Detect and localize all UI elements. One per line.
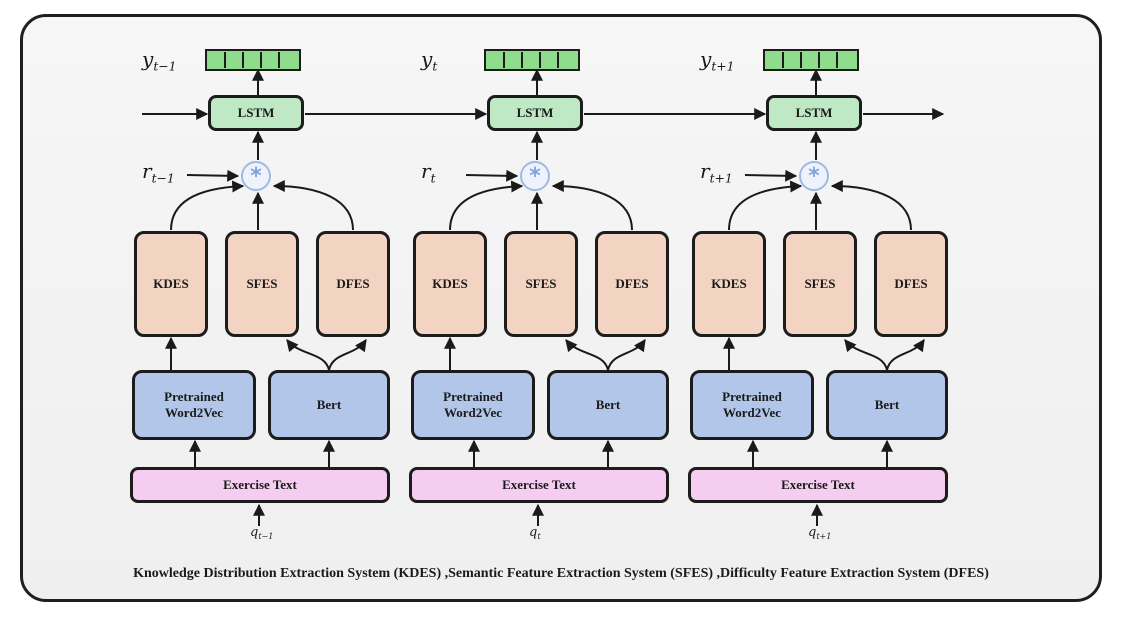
fusion-operator-icon: * (520, 161, 550, 191)
question-label-subscript: t+1 (816, 531, 832, 541)
question-label-var: q (250, 525, 259, 540)
bert-to-sfes-arrow (844, 339, 888, 371)
diagram-caption: Knowledge Distribution Extraction System… (133, 566, 989, 581)
question-label: qt (529, 525, 541, 541)
output-vector (205, 49, 301, 71)
kdes-to-operator-arrow (728, 180, 803, 231)
output-cell (487, 52, 505, 68)
word2vec-box: Pretrained Word2Vec (132, 370, 256, 440)
response-label: rt−1 (142, 159, 175, 185)
dfes-to-operator-arrow (551, 180, 633, 231)
sfes-box: SFES (504, 231, 578, 337)
response-to-operator-arrow (465, 169, 519, 182)
bert-to-sfes-arrow (565, 339, 609, 371)
output-cell (505, 52, 523, 68)
output-vector (484, 49, 580, 71)
output-cell (802, 52, 820, 68)
dfes-box: DFES (874, 231, 948, 337)
sfes-box: SFES (225, 231, 299, 337)
response-label-subscript: t (430, 170, 436, 186)
output-label-var: y (421, 47, 433, 71)
dfes-box: DFES (595, 231, 669, 337)
output-cell (523, 52, 541, 68)
output-vector (763, 49, 859, 71)
output-cell (766, 52, 784, 68)
output-label-var: y (700, 47, 712, 71)
bert-to-dfes-arrow (886, 339, 925, 371)
question-label-var: q (808, 525, 817, 540)
output-label: yt+1 (700, 47, 735, 73)
output-cell (784, 52, 802, 68)
response-label: rt (421, 159, 436, 185)
question-label-subscript: t−1 (258, 531, 274, 541)
response-to-operator-arrow (186, 169, 240, 182)
lstm-cell: LSTM (208, 95, 304, 131)
kdes-to-operator-arrow (449, 180, 524, 231)
output-cell (280, 52, 298, 68)
output-label: yt (421, 47, 437, 73)
bert-box: Bert (826, 370, 948, 440)
fusion-operator-icon: * (799, 161, 829, 191)
response-label-var: r (700, 159, 710, 183)
response-to-operator-arrow (744, 169, 798, 182)
fusion-operator-icon: * (241, 161, 271, 191)
kdes-box: KDES (134, 231, 208, 337)
output-label-var: y (142, 47, 154, 71)
bert-to-sfes-arrow (286, 339, 330, 371)
output-label-subscript: t−1 (153, 58, 177, 74)
sfes-box: SFES (783, 231, 857, 337)
output-label-subscript: t (432, 58, 438, 74)
dfes-to-operator-arrow (272, 180, 354, 231)
bert-box: Bert (268, 370, 390, 440)
output-cell (541, 52, 559, 68)
output-label: yt−1 (142, 47, 177, 73)
word2vec-box: Pretrained Word2Vec (411, 370, 535, 440)
output-label-subscript: t+1 (711, 58, 735, 74)
word2vec-box: Pretrained Word2Vec (690, 370, 814, 440)
kdes-box: KDES (413, 231, 487, 337)
output-cell (838, 52, 856, 68)
exercise-text-box: Exercise Text (130, 467, 390, 503)
bert-to-dfes-arrow (607, 339, 646, 371)
bert-box: Bert (547, 370, 669, 440)
kdes-to-operator-arrow (170, 180, 245, 231)
output-cell (820, 52, 838, 68)
output-cell (559, 52, 577, 68)
lstm-cell: LSTM (487, 95, 583, 131)
output-cell (244, 52, 262, 68)
exercise-text-box: Exercise Text (409, 467, 669, 503)
question-label: qt−1 (250, 525, 273, 541)
question-label-var: q (529, 525, 538, 540)
response-label-subscript: t+1 (709, 170, 733, 186)
output-cell (262, 52, 280, 68)
question-label: qt+1 (808, 525, 831, 541)
question-label-subscript: t (537, 531, 541, 541)
dfes-to-operator-arrow (830, 180, 912, 231)
response-label-subscript: t−1 (151, 170, 175, 186)
lstm-cell: LSTM (766, 95, 862, 131)
response-label-var: r (421, 159, 431, 183)
response-label-var: r (142, 159, 152, 183)
bert-to-dfes-arrow (328, 339, 367, 371)
exercise-text-box: Exercise Text (688, 467, 948, 503)
dfes-box: DFES (316, 231, 390, 337)
output-cell (208, 52, 226, 68)
response-label: rt+1 (700, 159, 733, 185)
kdes-box: KDES (692, 231, 766, 337)
output-cell (226, 52, 244, 68)
